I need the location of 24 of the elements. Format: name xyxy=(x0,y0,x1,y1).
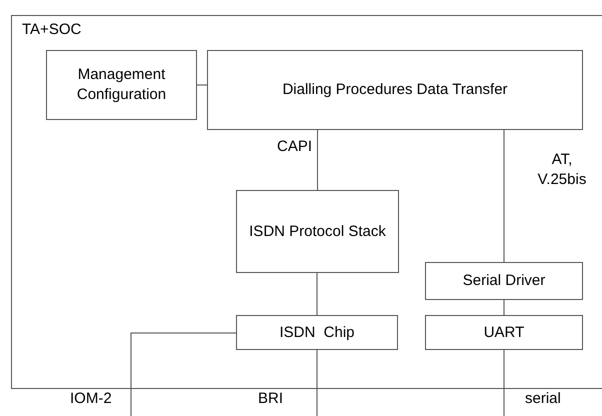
connector-line xyxy=(196,84,208,86)
frame-title: TA+SOC xyxy=(22,20,82,40)
box-label: ISDN Protocol Stack xyxy=(249,222,386,242)
edge-label: IOM-2 xyxy=(70,389,112,409)
process-box xyxy=(425,315,583,350)
process-box xyxy=(236,315,398,350)
box-label: UART xyxy=(484,322,524,342)
box-label: Dialling Procedures Data Transfer xyxy=(282,80,508,100)
connector-line xyxy=(316,350,318,416)
edge-label: AT, V.25bis xyxy=(536,150,588,190)
connector-line xyxy=(317,130,318,190)
box-label: ISDN Chip xyxy=(279,322,355,342)
box-label: Serial Driver xyxy=(462,271,546,291)
edge-label: BRI xyxy=(258,389,284,409)
connector-line xyxy=(130,332,236,416)
process-box xyxy=(207,50,583,130)
process-box xyxy=(236,190,399,273)
edge-label: serial xyxy=(525,389,561,409)
edge-label: CAPI xyxy=(276,137,312,157)
process-box xyxy=(425,262,583,300)
connector-line xyxy=(316,272,318,316)
box-label: Management Configuration xyxy=(76,65,168,105)
system-frame xyxy=(11,15,602,389)
process-box xyxy=(46,50,197,120)
